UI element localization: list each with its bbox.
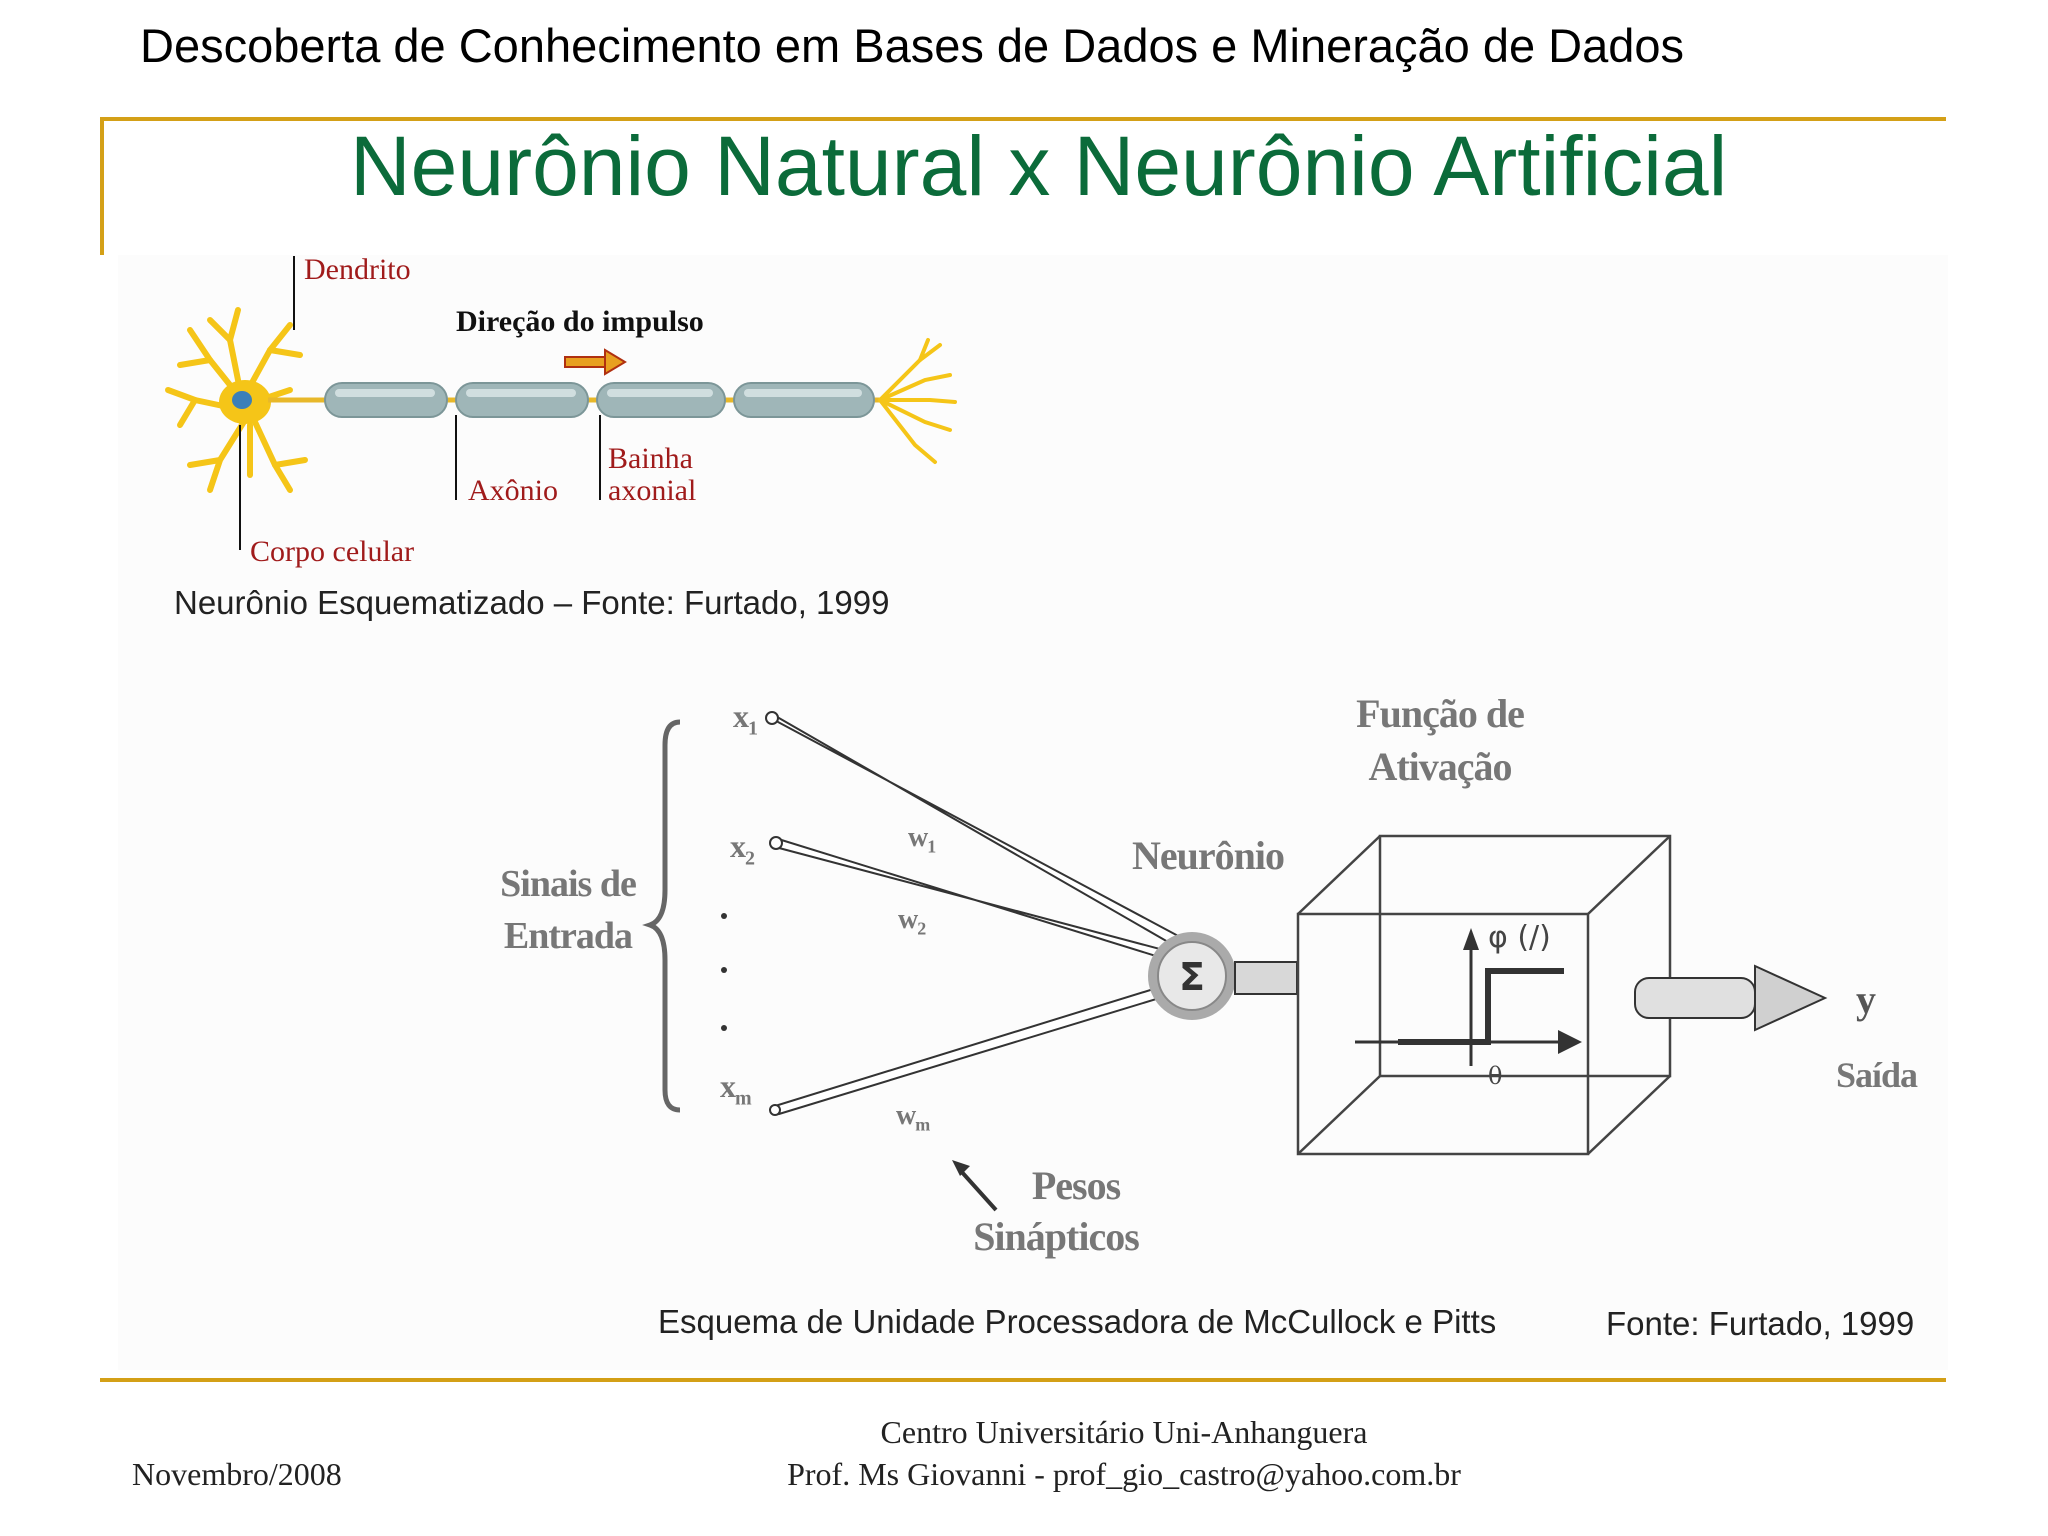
- footer-date: Novembro/2008: [132, 1456, 342, 1492]
- input-xm: xm: [720, 1068, 752, 1110]
- synapse-lines: [771, 713, 1184, 1116]
- artificial-neuron-source: Fonte: Furtado, 1999: [1606, 1305, 1915, 1342]
- top-rule: [100, 117, 1946, 121]
- input-signals-label: Sinais de Entrada: [500, 863, 637, 957]
- axon-label: Axônio: [468, 474, 558, 507]
- bottom-rule: [100, 1378, 1946, 1382]
- synaptic-weights-label: Pesos Sinápticos: [973, 1163, 1140, 1259]
- weight-wm: wm: [896, 1100, 930, 1135]
- output-label: Saída: [1836, 1055, 1918, 1095]
- impulse-arrow-icon: [564, 348, 627, 376]
- output-y: y: [1856, 977, 1876, 1022]
- step-function-plot: [1355, 928, 1582, 1066]
- input-dots: [721, 913, 727, 1031]
- axon-terminals: [878, 338, 957, 464]
- weight-w1: w1: [908, 822, 936, 857]
- natural-neuron-caption: Neurônio Esquematizado – Fonte: Furtado,…: [174, 584, 890, 621]
- input-x1: x1: [733, 698, 758, 740]
- artificial-neuron-diagram: Σ: [642, 711, 1828, 1212]
- figure-area: [118, 255, 1948, 1370]
- natural-neuron-illustration: [165, 256, 957, 550]
- activation-function-label: Função de Ativação: [1356, 691, 1525, 789]
- nucleus: [232, 391, 252, 409]
- left-rule: [100, 117, 104, 255]
- cell-body-label: Corpo celular: [250, 535, 415, 568]
- sheath-label-line1: Bainha: [608, 442, 693, 475]
- dendrite-label: Dendrito: [304, 253, 411, 286]
- slide-title: Neurônio Natural x Neurônio Artificial: [350, 119, 1728, 213]
- label-leader-lines: [239, 256, 601, 550]
- input-brace: [642, 719, 681, 1113]
- neuron-label: Neurônio: [1132, 833, 1285, 878]
- footer-institution: Centro Universitário Uni-Anhanguera: [880, 1414, 1368, 1450]
- arrow-up-left-icon: [952, 1160, 998, 1212]
- sheath-highlights: [335, 389, 862, 397]
- sum-symbol: Σ: [1179, 955, 1205, 999]
- artificial-neuron-caption: Esquema de Unidade Processadora de McCul…: [658, 1303, 1497, 1340]
- dendrites: [165, 307, 308, 493]
- theta-label: θ: [1488, 1062, 1503, 1090]
- neuron-to-activation-connector: [1234, 961, 1298, 995]
- phi-label: φ (/): [1488, 920, 1551, 955]
- course-title: Descoberta de Conhecimento em Bases de D…: [140, 19, 1685, 72]
- output-arrow: [1634, 964, 1828, 1032]
- weight-w2: w2: [898, 904, 926, 939]
- myelin-sheaths: [324, 382, 875, 418]
- impulse-direction-label: Direção do impulso: [456, 305, 704, 338]
- footer-author: Prof. Ms Giovanni - prof_gio_castro@yaho…: [787, 1456, 1461, 1492]
- sum-node: [1157, 941, 1227, 1011]
- activation-cube: [1296, 834, 1672, 1156]
- input-x2: x2: [730, 828, 755, 870]
- sheath-label-line2: axonial: [608, 474, 697, 507]
